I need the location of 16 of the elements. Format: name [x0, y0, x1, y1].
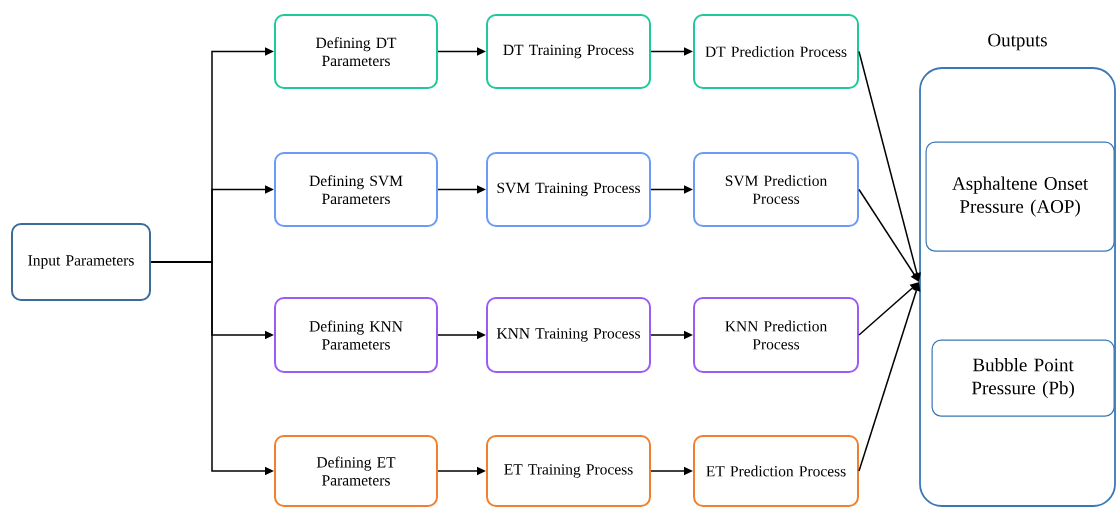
process-box: Defining SVM Parameters	[274, 152, 438, 227]
process-box: SVM Training Process	[486, 152, 651, 227]
output-box: Asphaltene Onset Pressure (AOP)	[925, 141, 1115, 252]
process-box: Defining ET Parameters	[274, 435, 438, 507]
process-box: KNN Training Process	[486, 297, 651, 373]
input-box: Input Parameters	[11, 223, 151, 301]
process-box: ET Training Process	[486, 435, 651, 507]
process-box: Defining DT Parameters	[274, 14, 438, 89]
output-box: Bubble Point Pressure (Pb)	[931, 339, 1115, 417]
process-box: KNN Prediction Process	[693, 297, 859, 373]
process-box: SVM Prediction Process	[693, 152, 859, 227]
process-box: Defining KNN Parameters	[274, 297, 438, 373]
process-box: DT Training Process	[486, 14, 651, 89]
process-box: DT Prediction Process	[693, 14, 859, 89]
heading: Outputs	[988, 33, 1047, 51]
process-box: ET Prediction Process	[693, 435, 859, 507]
